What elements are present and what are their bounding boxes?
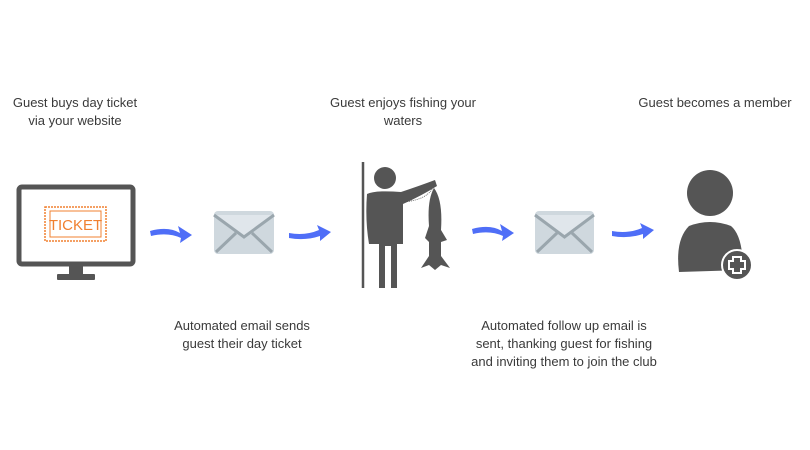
step-member-label: Guest becomes a member	[638, 94, 791, 112]
plus-circle-icon	[721, 249, 753, 281]
label-line: Automated email sends	[174, 318, 310, 333]
fish-icon	[421, 188, 450, 270]
arrow-icon	[472, 224, 514, 241]
label-line: sent, thanking guest for fishing	[475, 336, 653, 351]
label-line: waters	[383, 113, 423, 128]
arrow-icon	[289, 225, 331, 241]
email-envelope-icon	[534, 211, 595, 254]
arrow-icon	[612, 223, 654, 239]
label-line: Guest buys day ticket	[12, 95, 138, 110]
step-email1-label: Automated email sends guest their day ti…	[174, 317, 310, 353]
step-fish-label: Guest enjoys fishing your waters	[330, 94, 476, 130]
svg-text:TICKET: TICKET	[49, 217, 102, 234]
label-line: Guest becomes a member	[638, 95, 792, 110]
email-envelope-icon	[213, 211, 275, 254]
label-line: Automated follow up email is	[481, 318, 647, 333]
monitor-icon: TICKET	[16, 184, 136, 280]
label-line: and inviting them to join the club	[471, 354, 657, 369]
label-line: Guest enjoys fishing your	[330, 95, 476, 110]
label-line: guest their day ticket	[182, 336, 302, 351]
fisherman-with-fish-icon	[361, 162, 450, 288]
ticket-icon: TICKET	[44, 206, 107, 242]
new-member-icon	[678, 170, 753, 281]
step-buy-label: Guest buys day ticket via your website	[13, 94, 137, 130]
label-line: via your website	[28, 113, 122, 128]
step-email2-label: Automated follow up email is sent, thank…	[471, 317, 657, 371]
arrow-icon	[150, 226, 192, 243]
